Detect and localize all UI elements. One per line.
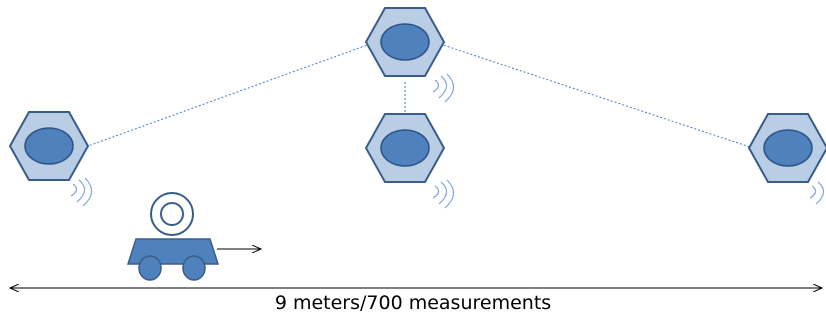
robot-wheel-right — [182, 255, 206, 281]
hexagon-wireless-node-icon — [364, 113, 446, 183]
signal-wave-icon — [70, 177, 93, 207]
signal-wave-icon — [432, 73, 455, 103]
node-top — [364, 7, 455, 103]
distance-caption: 9 meters/700 measurements — [274, 292, 552, 314]
node-right — [747, 113, 826, 205]
hexagon-wireless-node-icon — [364, 7, 446, 77]
robot-sensor — [150, 192, 194, 236]
mobile-robot-icon — [126, 192, 261, 281]
link-top-right — [439, 43, 751, 148]
node-links — [87, 43, 751, 148]
node-left — [8, 111, 93, 207]
signal-wave-icon — [809, 181, 825, 205]
link-top-left — [87, 43, 371, 147]
hexagon-wireless-node-icon — [747, 113, 826, 183]
signal-wave-icon — [432, 179, 455, 209]
node-middle — [364, 113, 455, 209]
robot-wheel-left — [138, 255, 162, 281]
hexagon-wireless-node-icon — [8, 111, 90, 181]
